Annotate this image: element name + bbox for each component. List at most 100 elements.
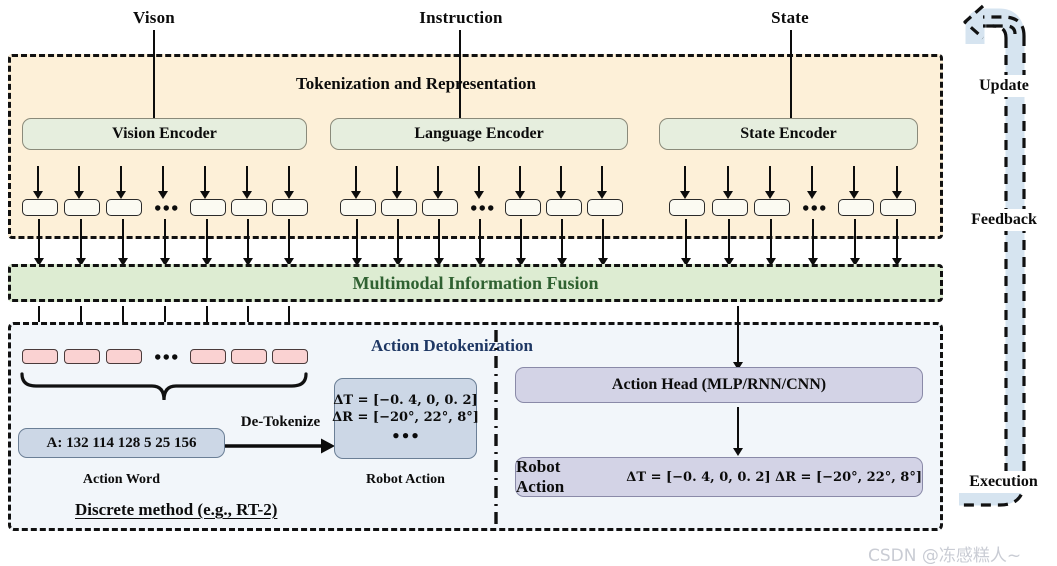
vision-encoder-box[interactable]: Vision Encoder bbox=[22, 118, 307, 150]
state-token-outline bbox=[770, 219, 773, 239]
state-token bbox=[838, 199, 874, 216]
action-head-box[interactable]: Action Head (MLP/RNN/CNN) bbox=[515, 367, 923, 403]
tokenization-title: Tokenization and Representation bbox=[296, 74, 536, 93]
vision-to-fusion-arrow bbox=[206, 239, 209, 259]
discrete-method-label: Discrete method (e.g., RT-2) bbox=[75, 500, 278, 519]
language-token bbox=[587, 199, 623, 216]
language-token-outline bbox=[479, 219, 482, 239]
action-token bbox=[106, 349, 142, 364]
action-head-label: Action Head (MLP/RNN/CNN) bbox=[611, 376, 827, 393]
state-to-fusion-arrow bbox=[728, 239, 731, 259]
fusion-title: Multimodal Information Fusion bbox=[352, 272, 599, 293]
state-token bbox=[669, 199, 705, 216]
language-encoder-box[interactable]: Language Encoder bbox=[330, 118, 628, 150]
state-token-arrow bbox=[811, 166, 814, 192]
language-token bbox=[340, 199, 376, 216]
language-token-outline bbox=[602, 219, 605, 239]
state-token-arrow bbox=[896, 166, 899, 192]
vision-to-fusion-arrow bbox=[164, 239, 167, 259]
vision-to-fusion-arrow bbox=[122, 239, 125, 259]
state-to-fusion-arrow bbox=[812, 239, 815, 259]
fusion-output-arrow bbox=[122, 306, 125, 332]
language-token-arrow bbox=[601, 166, 604, 192]
language-token-arrow bbox=[396, 166, 399, 192]
vision-token-outline bbox=[38, 219, 41, 239]
fusion-output-arrow bbox=[80, 306, 83, 332]
fusion-output-arrow bbox=[164, 306, 167, 332]
state-input-arrow bbox=[790, 30, 793, 122]
language-token bbox=[422, 199, 458, 216]
language-token bbox=[381, 199, 417, 216]
input-label-vision: Vison bbox=[133, 8, 175, 27]
loop-label-execution: Execution bbox=[950, 471, 1057, 493]
section-divider bbox=[494, 330, 498, 525]
vision-token-arrow bbox=[162, 166, 165, 192]
vision-token bbox=[190, 199, 226, 216]
language-token-outline bbox=[438, 219, 441, 239]
state-token-outline bbox=[812, 219, 815, 239]
language-token-arrow bbox=[478, 166, 481, 192]
vision-token-arrow bbox=[246, 166, 249, 192]
action-token-ellipsis: ••• bbox=[154, 347, 180, 369]
fusion-panel[interactable]: Multimodal Information Fusion bbox=[8, 264, 943, 302]
robot-action-discrete-box[interactable]: ΔT = [−0. 4, 0, 0. 2] ΔR = [−20°, 22°, 8… bbox=[332, 378, 479, 459]
state-token-arrow bbox=[684, 166, 687, 192]
action-token bbox=[272, 349, 308, 364]
action-token bbox=[231, 349, 267, 364]
input-label-state: State bbox=[771, 8, 809, 27]
vision-token-outline bbox=[122, 219, 125, 239]
action-token bbox=[64, 349, 100, 364]
action-word-box[interactable]: A: 132 114 128 5 25 156 bbox=[18, 428, 225, 458]
action-token-brace bbox=[20, 372, 308, 401]
action-token bbox=[190, 349, 226, 364]
language-token-outline bbox=[520, 219, 523, 239]
watermark: CSDN @冻感糕人~ bbox=[868, 546, 1022, 566]
state-token-ellipsis: ••• bbox=[802, 198, 828, 220]
language-token-outline bbox=[397, 219, 400, 239]
vision-token bbox=[22, 199, 58, 216]
detokenization-title: Action Detokenization bbox=[371, 336, 533, 355]
loop-label-feedback: Feedback bbox=[952, 209, 1056, 231]
language-token bbox=[546, 199, 582, 216]
state-token-outline bbox=[728, 219, 731, 239]
vision-token-ellipsis: ••• bbox=[154, 198, 180, 220]
language-token bbox=[505, 199, 541, 216]
language-to-fusion-arrow bbox=[479, 239, 482, 259]
vision-token-outline bbox=[206, 219, 209, 239]
robot-action-delta-r: ΔR = [−20°, 22°, 8°] bbox=[332, 409, 479, 425]
vision-token-outline bbox=[164, 219, 167, 239]
state-token bbox=[754, 199, 790, 216]
de-tokenize-label: De-Tokenize bbox=[240, 414, 321, 430]
state-encoder-box[interactable]: State Encoder bbox=[659, 118, 918, 150]
vision-token-arrow bbox=[204, 166, 207, 192]
robot-action-more: ••• bbox=[391, 426, 420, 445]
state-token-arrow bbox=[853, 166, 856, 192]
state-token bbox=[880, 199, 916, 216]
state-to-fusion-arrow bbox=[685, 239, 688, 259]
fusion-output-arrow bbox=[247, 306, 250, 332]
vision-to-fusion-arrow bbox=[288, 239, 291, 259]
action-token bbox=[22, 349, 58, 364]
vision-token-outline bbox=[247, 219, 250, 239]
robot-action-continuous-formula: ΔT = [−0. 4, 0, 0. 2] ΔR = [−20°, 22°, 8… bbox=[626, 469, 922, 485]
vision-token-outline bbox=[288, 219, 291, 239]
vision-encoder-label: Vision Encoder bbox=[112, 125, 217, 142]
state-token-arrow bbox=[727, 166, 730, 192]
vision-token bbox=[272, 199, 308, 216]
robot-action-discrete-caption: Robot Action bbox=[366, 472, 445, 487]
fusion-output-arrow bbox=[288, 306, 291, 332]
language-to-fusion-arrow bbox=[438, 239, 441, 259]
state-to-fusion-arrow bbox=[896, 239, 899, 259]
vision-token-outline bbox=[80, 219, 83, 239]
language-to-fusion-arrow bbox=[561, 239, 564, 259]
state-token-outline bbox=[854, 219, 857, 239]
vision-token-arrow bbox=[288, 166, 291, 192]
vision-token bbox=[64, 199, 100, 216]
vision-token-arrow bbox=[78, 166, 81, 192]
state-to-fusion-arrow bbox=[854, 239, 857, 259]
action-word-caption: Action Word bbox=[82, 472, 161, 487]
vision-token bbox=[231, 199, 267, 216]
robot-action-continuous-box[interactable]: Robot Action ΔT = [−0. 4, 0, 0. 2] ΔR = … bbox=[515, 457, 923, 497]
loop-label-update: Update bbox=[958, 75, 1050, 97]
